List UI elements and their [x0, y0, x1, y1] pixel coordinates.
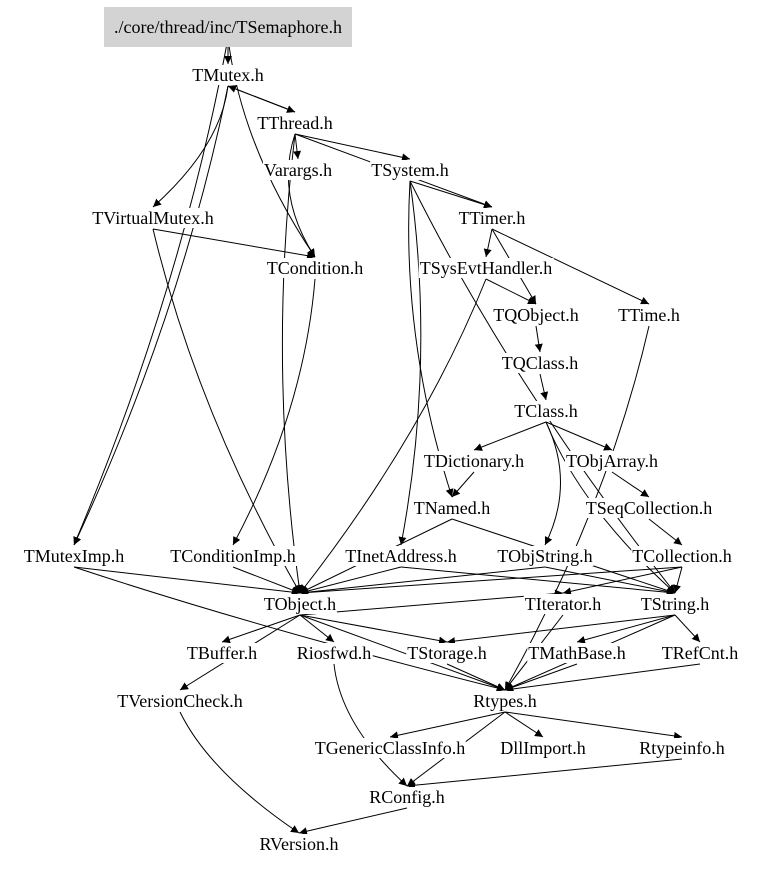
node-tgenericclassinfo[interactable]: TGenericClassInfo.h	[313, 738, 467, 758]
edge-rtypeinfo-to-rconfig	[406, 758, 683, 790]
edge-tthread-to-tobject	[281, 133, 303, 594]
edge-tclass-to-tobjstring	[544, 421, 561, 546]
node-tmathbase[interactable]: TMathBase.h	[527, 643, 627, 663]
edge-rtypes-to-rtypeinfo	[504, 711, 683, 740]
edge-tobjstring-to-tstring	[544, 566, 676, 596]
node-tclass[interactable]: TClass.h	[513, 401, 579, 421]
edge-tstring-to-tstorage	[446, 614, 676, 646]
node-ttimer[interactable]: TTimer.h	[457, 208, 527, 228]
node-rversion[interactable]: RVersion.h	[258, 834, 340, 854]
node-tconditionimp[interactable]: TConditionImp.h	[169, 546, 297, 566]
edge-rconfig-to-rversion	[298, 807, 408, 836]
node-tseqcollection[interactable]: TSeqCollection.h	[584, 498, 714, 518]
node-tsysevthandler[interactable]: TSysEvtHandler.h	[418, 258, 554, 278]
edge-tobject-to-tbuffer	[221, 614, 301, 644]
edge-trefcnt-to-rtypes	[504, 663, 701, 693]
edge-tsysevthandler-to-tqobject	[485, 278, 537, 305]
edge-tstring-to-tmathbase	[576, 614, 676, 644]
edge-rtypes-to-dllimport	[504, 711, 544, 738]
node-tsystem[interactable]: TSystem.h	[370, 160, 450, 180]
node-tbuffer[interactable]: TBuffer.h	[185, 643, 259, 663]
node-tversioncheck[interactable]: TVersionCheck.h	[116, 691, 244, 711]
node-tobjarray[interactable]: TObjArray.h	[565, 451, 659, 471]
edge-tsystem-to-tinetaddress	[398, 180, 422, 546]
edge-tobject-to-tstorage	[299, 614, 448, 645]
node-tcondition[interactable]: TCondition.h	[265, 258, 365, 278]
edge-tobjarray-to-tseqcollection	[611, 471, 650, 498]
node-varargs[interactable]: Varargs.h	[262, 160, 334, 180]
node-tmuteximp[interactable]: TMutexImp.h	[22, 546, 126, 566]
edge-tobject-to-riosfwd	[299, 614, 335, 643]
edge-tthread-to-tcondition	[287, 133, 316, 258]
node-tthread[interactable]: TThread.h	[256, 113, 334, 133]
edge-tinetaddress-to-tobject	[299, 566, 402, 595]
edge-tthread-to-varargs	[293, 133, 302, 160]
node-tvirtualmutex[interactable]: TVirtualMutex.h	[91, 208, 215, 228]
edge-tcollection-to-titerator	[562, 566, 683, 596]
edge-tvirtualmutex-to-tcondition	[152, 228, 316, 260]
node-tstring[interactable]: TString.h	[639, 594, 711, 614]
edge-tstring-to-trefcnt	[674, 614, 701, 643]
node-root[interactable]: ./core/thread/inc/TSemaphore.h	[104, 7, 352, 47]
edge-tmutex-to-tmuteximp	[73, 85, 229, 546]
node-ttime[interactable]: TTime.h	[617, 305, 681, 325]
edge-tobjstring-to-tobject	[299, 566, 546, 597]
node-tdictionary[interactable]: TDictionary.h	[422, 451, 526, 471]
node-tnamed[interactable]: TNamed.h	[412, 498, 492, 518]
edge-tobject-to-rtypes	[299, 614, 506, 692]
edge-tmathbase-to-rtypes	[504, 663, 578, 692]
node-tobject[interactable]: TObject.h	[262, 594, 338, 614]
edge-tmuteximp-to-tobject	[73, 566, 301, 597]
edge-tqclass-to-tclass	[539, 373, 549, 401]
node-tqobject[interactable]: TQObject.h	[492, 305, 580, 325]
node-tcollection[interactable]: TCollection.h	[631, 546, 733, 566]
edge-tthread-to-tmutex	[227, 85, 296, 113]
edge-riosfwd-to-rconfig	[333, 663, 408, 787]
edge-tcollection-to-tstring	[673, 566, 683, 594]
edge-tmuteximp-to-rtypes	[73, 566, 506, 692]
edge-tinetaddress-to-tstring	[400, 566, 676, 597]
node-tstorage[interactable]: TStorage.h	[406, 643, 488, 663]
node-trefcnt[interactable]: TRefCnt.h	[660, 643, 740, 663]
node-dllimport[interactable]: DllImport.h	[499, 738, 587, 758]
edge-rtypes-to-tgenericclassinfo	[389, 711, 506, 740]
edge-tqobject-to-tqclass	[534, 325, 543, 353]
edge-ttimer-to-ttime	[491, 228, 650, 305]
node-tobjstring[interactable]: TObjString.h	[496, 546, 594, 566]
node-riosfwd[interactable]: Riosfwd.h	[295, 643, 373, 663]
edge-root-to-tmuteximp	[73, 37, 229, 546]
node-rtypeinfo[interactable]: Rtypeinfo.h	[638, 738, 726, 758]
edge-tmutex-to-tvirtualmutex	[152, 85, 229, 208]
edge-tsysevthandler-to-tobject	[299, 278, 487, 594]
edge-tseqcollection-to-tcollection	[648, 518, 683, 546]
node-tqclass[interactable]: TQClass.h	[500, 353, 580, 373]
edge-tdictionary-to-tnamed	[451, 471, 475, 498]
edge-tconditionimp-to-tobject	[232, 566, 301, 594]
edge-tsystem-to-ttimer	[409, 180, 493, 209]
edge-tcondition-to-tconditionimp	[232, 278, 316, 546]
node-rconfig[interactable]: RConfig.h	[368, 787, 446, 807]
node-tinetaddress[interactable]: TInetAddress.h	[344, 546, 458, 566]
node-titerator[interactable]: TIterator.h	[523, 594, 603, 614]
node-rtypes[interactable]: Rtypes.h	[472, 691, 538, 711]
edge-tstorage-to-rtypes	[446, 663, 506, 691]
edge-tversioncheck-to-rversion	[179, 711, 300, 834]
edge-tsystem-to-tstring	[409, 180, 676, 594]
edge-tcollection-to-tobject	[299, 566, 683, 597]
edge-ttimer-to-tsysevthandler	[483, 228, 493, 258]
edge-tclass-to-tobjarray	[545, 421, 613, 451]
node-tmutex[interactable]: TMutex.h	[191, 65, 265, 85]
edge-tvirtualmutex-to-tobject	[152, 228, 301, 594]
edge-tclass-to-tdictionary	[473, 421, 547, 451]
edge-tthread-to-tsystem	[294, 133, 411, 162]
